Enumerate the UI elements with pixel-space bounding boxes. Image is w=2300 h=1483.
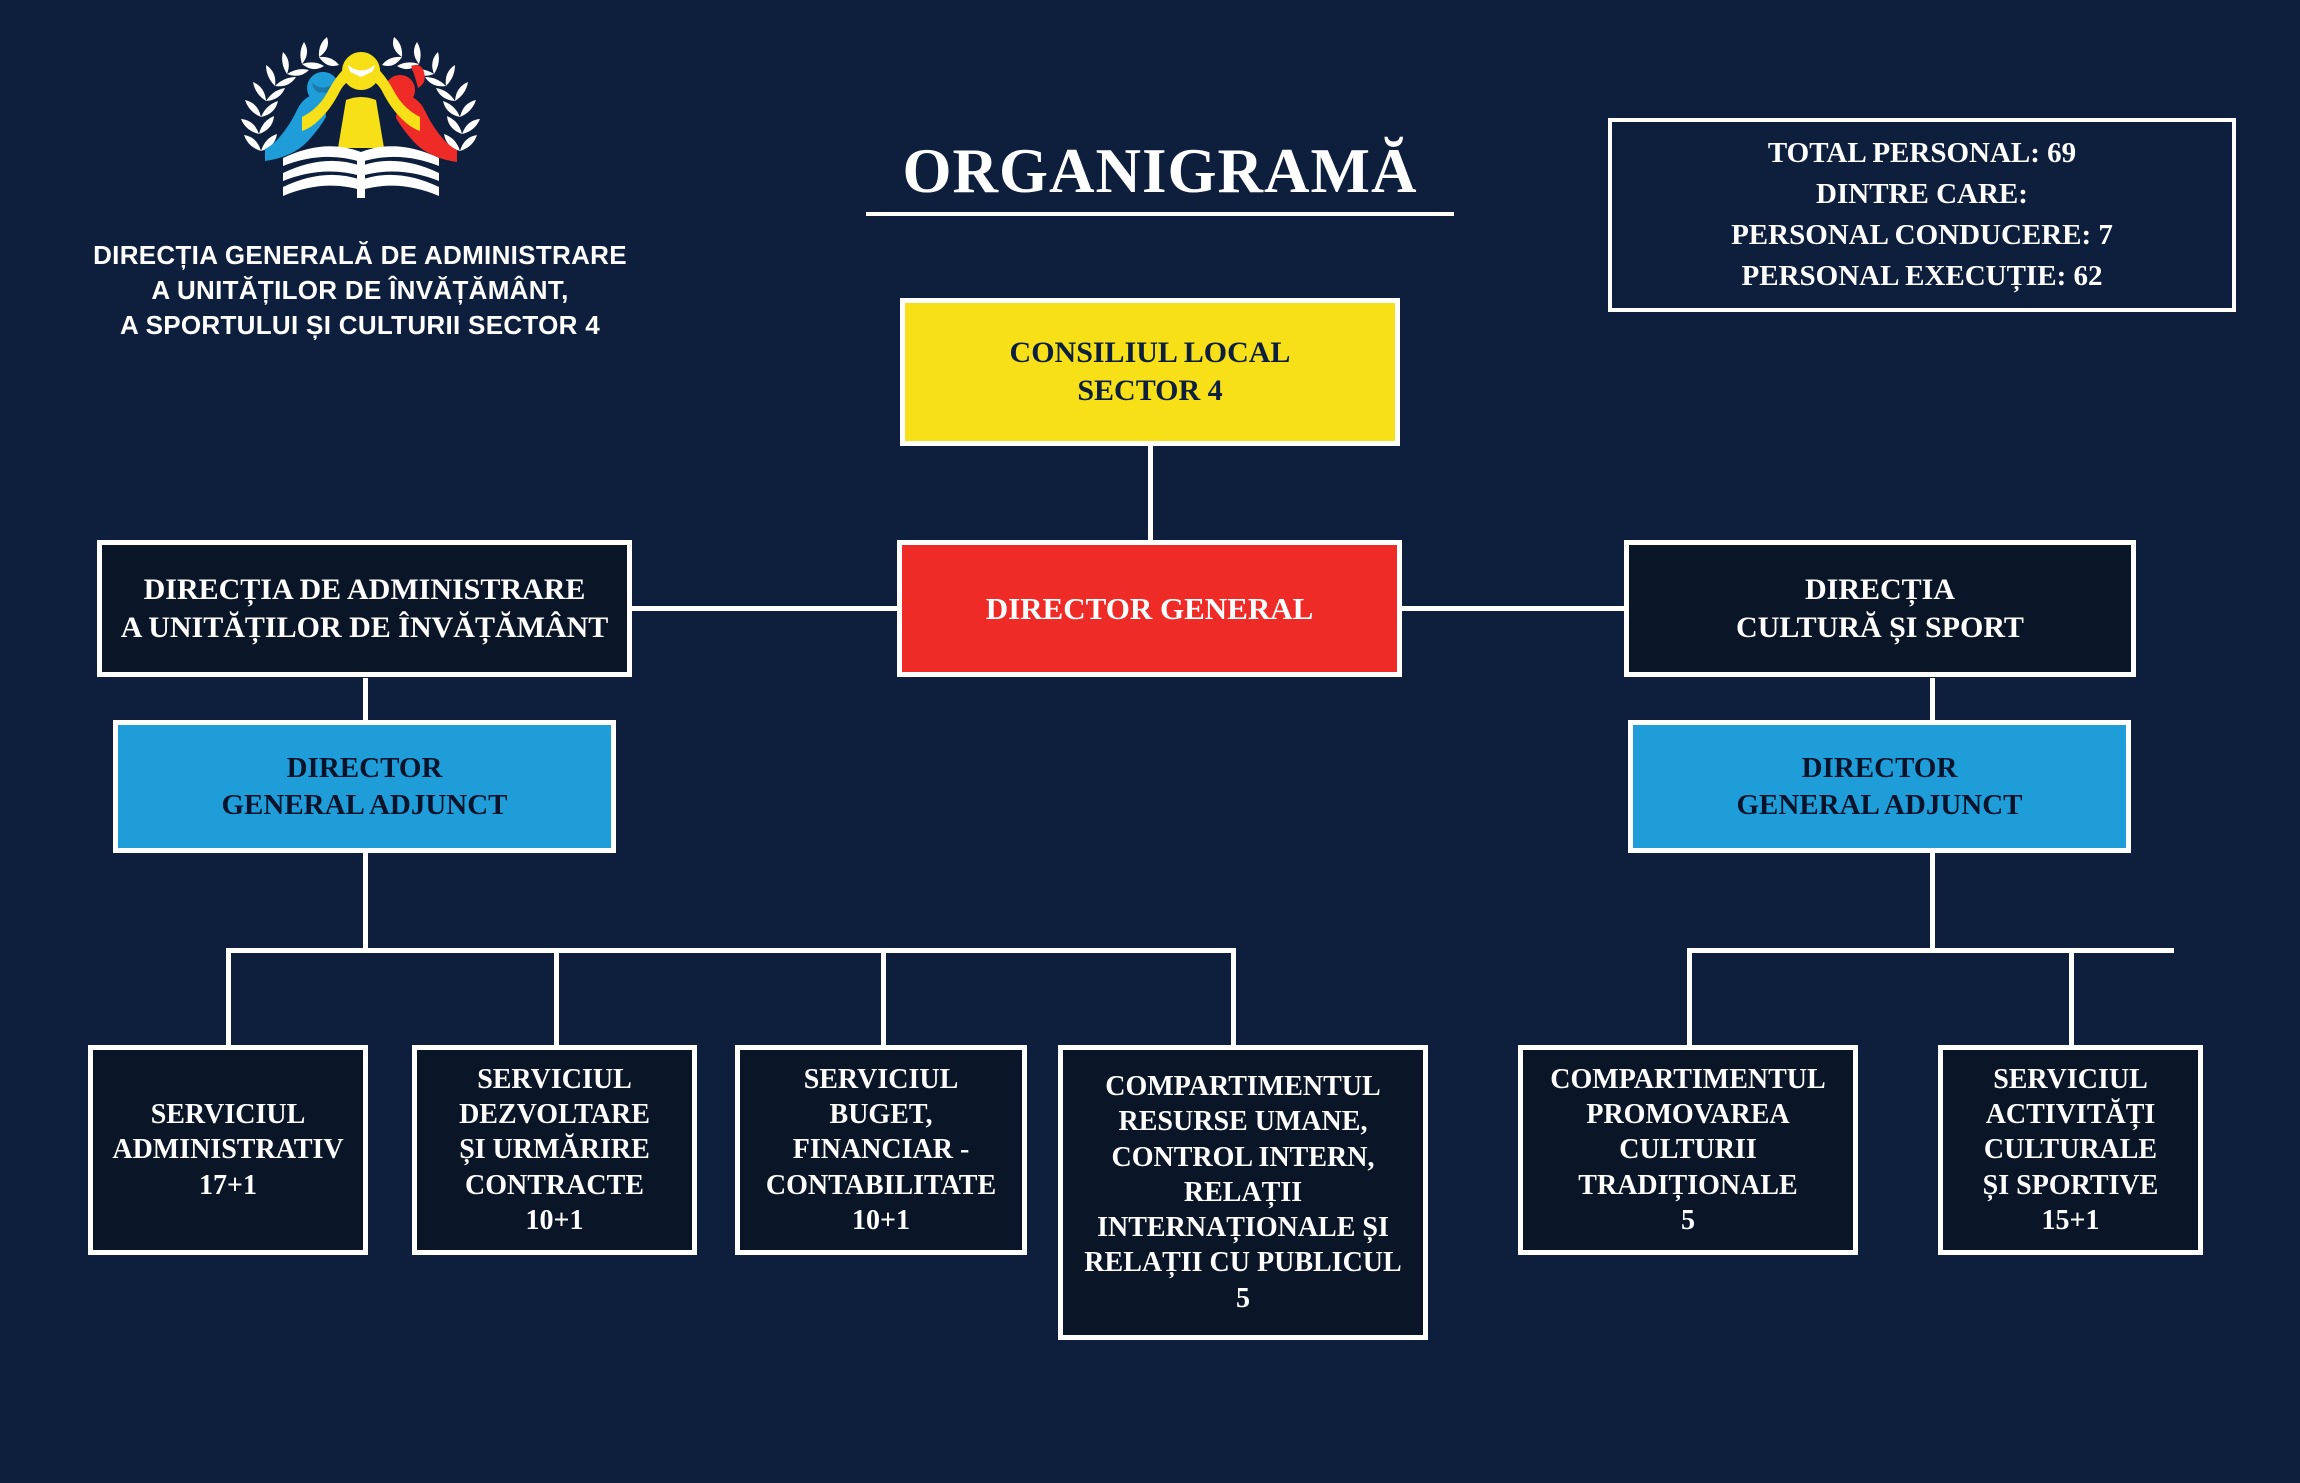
compartimentul-promovarea-line-1: COMPARTIMENTUL [1550,1063,1826,1095]
serviciul-dezvoltare-line-1: SERVICIUL [477,1063,632,1095]
compartimentul-resurse-line-4: RELAȚII [1183,1176,1303,1208]
org-name-line-1: DIRECȚIA GENERALĂ DE ADMINISTRARE [93,240,627,270]
serviciul-buget-line-1: SERVICIUL [803,1063,959,1095]
serviciul-activitati-line-2: ACTIVITĂȚI [1985,1099,2156,1131]
serviciul-dezvoltare-line-4: CONTRACTE [465,1169,644,1201]
connector-adjunct-dreapta-bus [1687,948,2174,953]
serviciul-buget-line-2: BUGET, [829,1099,933,1131]
compartimentul-promovarea-staff: 5 [1681,1204,1695,1236]
connector-directia-administrare-to-adjunct [363,678,368,722]
compartimentul-promovarea-line-3: CULTURII [1619,1134,1757,1166]
director-general-label: DIRECTOR GENERAL [985,590,1314,626]
serviciul-buget-staff: 10+1 [852,1204,910,1236]
compartimentul-promovarea-line-2: PROMOVAREA [1586,1099,1790,1131]
connector-directia-cultura-to-adjunct [1930,678,1935,722]
connector-consiliu-to-director [1148,446,1153,542]
personal-conducere-line: PERSONAL CONDUCERE: 7 [1731,219,2113,251]
directia-administrare-line-2: A UNITĂȚILOR DE ÎNVĂȚĂMÂNT [120,610,609,644]
adjunct-stanga-line-1: DIRECTOR [286,751,443,784]
node-compartimentul-resurse-umane[interactable]: COMPARTIMENTUL RESURSE UMANE, CONTROL IN… [1058,1045,1428,1340]
node-director-general[interactable]: DIRECTOR GENERAL [897,540,1402,677]
serviciul-dezvoltare-line-3: ȘI URMĂRIRE [459,1134,650,1166]
compartimentul-resurse-line-3: CONTROL INTERN, [1111,1141,1375,1173]
node-compartimentul-promovarea-culturii[interactable]: COMPARTIMENTUL PROMOVAREA CULTURII TRADI… [1518,1045,1858,1255]
node-serviciul-administrativ[interactable]: SERVICIUL ADMINISTRATIV 17+1 [88,1045,368,1255]
compartimentul-promovarea-line-4: TRADIȚIONALE [1578,1169,1798,1201]
directia-cultura-line-2: CULTURĂ ȘI SPORT [1736,610,2024,644]
child-figure-center-icon [302,52,420,148]
serviciul-buget-line-4: CONTABILITATE [765,1169,997,1201]
consiliu-line-2: SECTOR 4 [1077,374,1223,407]
serviciul-dezvoltare-staff: 10+1 [525,1204,584,1236]
directia-administrare-line-1: DIRECȚIA DE ADMINISTRARE [143,572,586,606]
connector-adjunct-stanga-drop [363,852,368,952]
consiliu-line-1: CONSILIUL LOCAL [1009,336,1291,370]
connector-adjunct-dreapta-drop [1930,852,1935,952]
serviciul-dezvoltare-line-2: DEZVOLTARE [459,1099,650,1131]
org-name-line-2: A UNITĂȚILOR DE ÎNVĂȚĂMÂNT, [151,274,569,305]
serviciul-buget-line-3: FINANCIAR - [792,1134,970,1166]
compartimentul-resurse-staff: 5 [1236,1282,1250,1314]
compartimentul-resurse-line-1: COMPARTIMENTUL [1105,1071,1381,1103]
node-director-general-adjunct-stanga[interactable]: DIRECTOR GENERAL ADJUNCT [113,720,616,853]
serviciul-activitati-line-3: CULTURALE [1983,1134,2158,1166]
connector-drop-serviciul-buget [881,948,886,1048]
page-title: ORGANIGRAMĂ [902,136,1418,206]
compartimentul-resurse-line-5: INTERNAȚIONALE ȘI [1097,1212,1389,1244]
node-serviciul-activitati-culturale-sportive[interactable]: SERVICIUL ACTIVITĂȚI CULTURALE ȘI SPORTI… [1938,1045,2203,1255]
serviciul-activitati-line-1: SERVICIUL [1993,1063,2148,1095]
serviciul-administrativ-line-2: ADMINISTRATIV [112,1134,344,1166]
open-book-icon [283,146,439,198]
adjunct-dreapta-line-2: GENERAL ADJUNCT [1736,788,2023,821]
total-personal-line: TOTAL PERSONAL: 69 [1767,136,2077,169]
personal-executie-line: PERSONAL EXECUȚIE: 62 [1741,260,2103,293]
connector-drop-serviciul-administrativ [226,948,231,1048]
connector-drop-serviciul-activitati [2069,948,2074,1048]
adjunct-stanga-line-2: GENERAL ADJUNCT [221,788,508,821]
node-serviciul-buget[interactable]: SERVICIUL BUGET, FINANCIAR - CONTABILITA… [735,1045,1027,1255]
node-director-general-adjunct-dreapta[interactable]: DIRECTOR GENERAL ADJUNCT [1628,720,2131,853]
serviciul-administrativ-staff: 17+1 [199,1169,257,1201]
node-serviciul-dezvoltare[interactable]: SERVICIUL DEZVOLTARE ȘI URMĂRIRE CONTRAC… [412,1045,697,1255]
node-directia-administrare[interactable]: DIRECȚIA DE ADMINISTRARE A UNITĂȚILOR DE… [97,540,632,677]
node-directia-cultura-sport[interactable]: DIRECȚIA CULTURĂ ȘI SPORT [1624,540,2136,677]
adjunct-dreapta-line-1: DIRECTOR [1801,751,1958,784]
connector-drop-compartimentul-resurse [1231,948,1236,1048]
connector-drop-compartimentul-promovarea [1687,948,1692,1048]
directia-cultura-line-1: DIRECȚIA [1804,572,1956,606]
serviciul-activitati-staff: 15+1 [2041,1204,2100,1236]
connector-director-to-directia-cultura [1400,606,1625,611]
node-consiliul-local[interactable]: CONSILIUL LOCAL SECTOR 4 [900,298,1400,446]
org-name-line-3: A SPORTULUI ȘI CULTURII SECTOR 4 [119,309,601,340]
child-figure-right-icon [385,64,457,162]
serviciul-administrativ-line-1: SERVICIUL [150,1099,306,1131]
compartimentul-resurse-line-6: RELAȚII CU PUBLICUL [1084,1247,1402,1279]
organization-name: DIRECȚIA GENERALĂ DE ADMINISTRARE A UNIT… [60,238,660,342]
compartimentul-resurse-line-2: RESURSE UMANE, [1118,1106,1368,1138]
page-title-underline [866,212,1454,216]
connector-director-to-directia-administrare [630,606,900,611]
connector-adjunct-stanga-bus [226,948,1236,953]
serviciul-activitati-line-4: ȘI SPORTIVE [1982,1169,2159,1201]
staff-totals-box: TOTAL PERSONAL: 69 DINTRE CARE: PERSONAL… [1608,118,2236,312]
organization-logo [228,30,493,215]
connector-drop-serviciul-dezvoltare [554,948,559,1048]
dintre-care-line: DINTRE CARE: [1816,177,2028,210]
